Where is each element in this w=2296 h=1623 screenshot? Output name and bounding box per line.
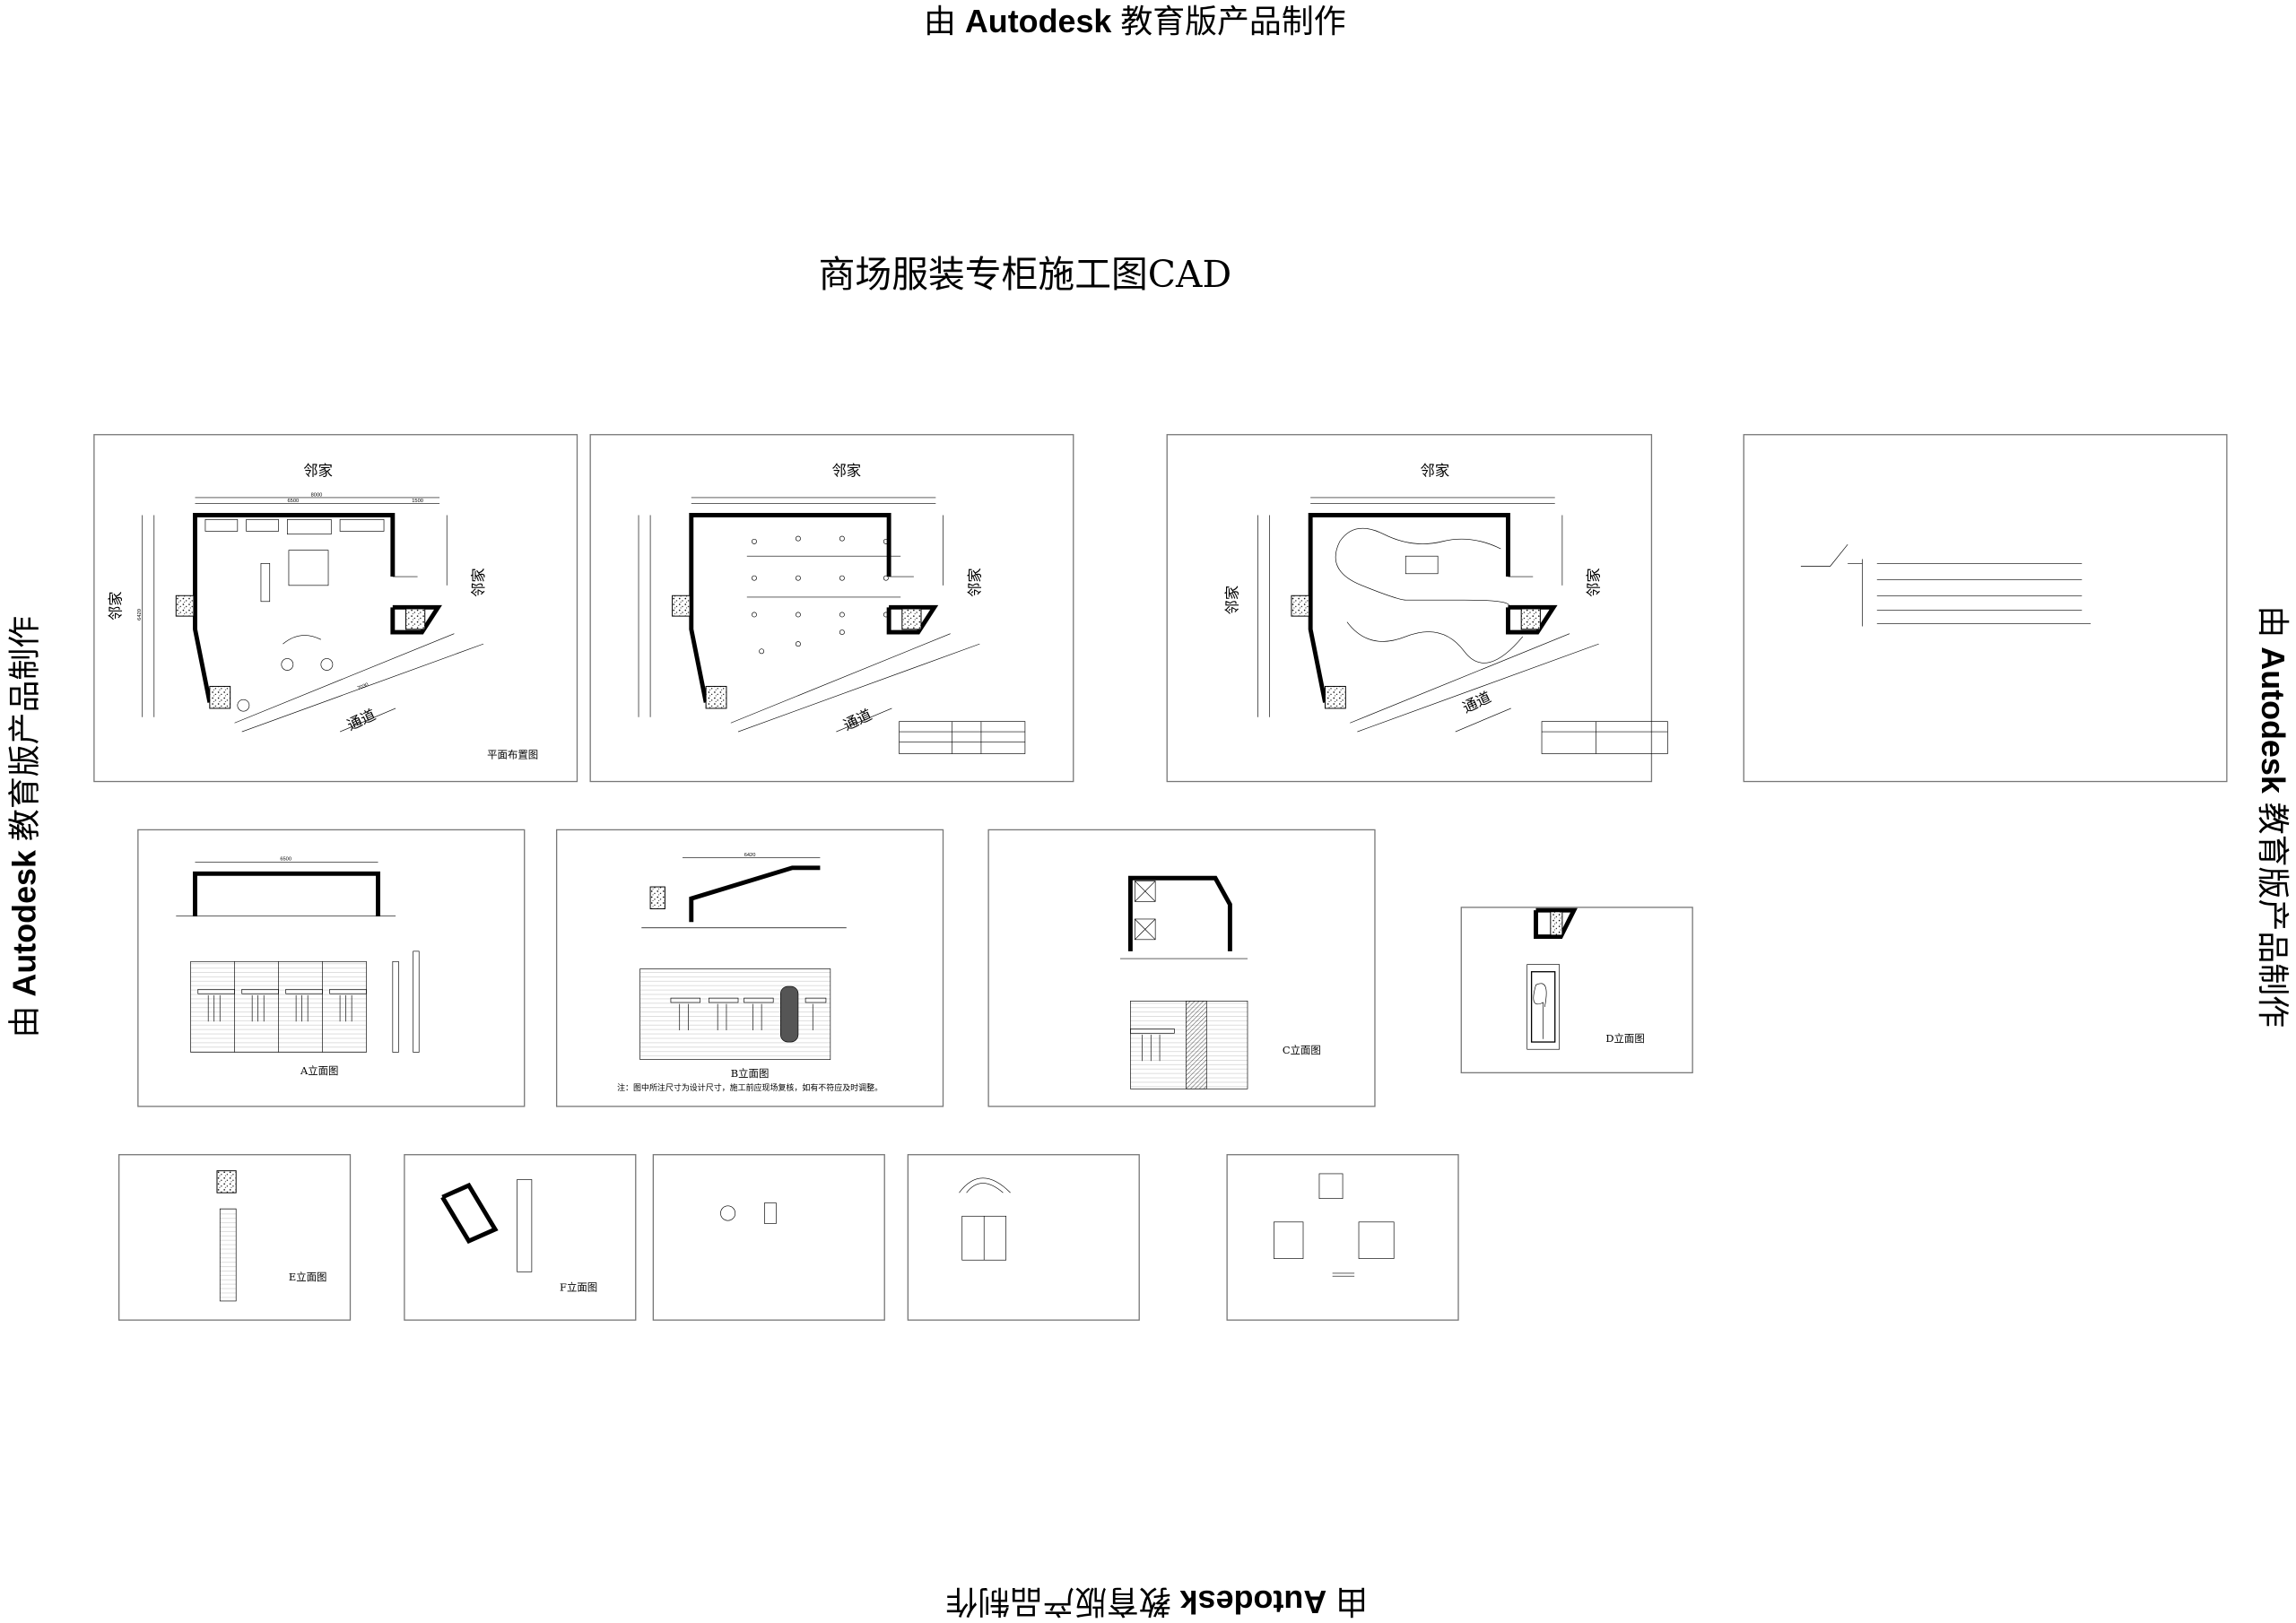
panel-lighting-plan: 邻家 邻家 邻家 通道 — [1166, 434, 1668, 783]
ceiling-light-grid — [746, 535, 901, 655]
panel-elevation-d: D立面图 — [1460, 907, 1693, 1073]
watermark-top: 由 Autodesk 教育版产品制作 — [924, 4, 1346, 39]
b-elevation-note: 注：图中所注尺寸为设计尺寸，施工前应现场复核，如有不符应及时调整。 — [617, 1082, 883, 1093]
f-elevation-label: F立面图 — [560, 1281, 597, 1294]
watermark-bottom: 由 Autodesk 教育版产品制作 — [945, 1584, 1368, 1619]
neighbor-label-left: 邻家 — [1224, 586, 1241, 615]
panel-floor-plan: 邻家 邻家 邻家 通道 8000 6500 1500 6420 7030 平面布… — [93, 434, 578, 783]
panel-elevation-c: C立面图 — [987, 829, 1376, 1107]
panel-detail-3 — [1226, 1154, 1459, 1321]
neighbor-label-top: 邻家 — [303, 462, 333, 479]
neighbor-label-right: 邻家 — [1586, 568, 1603, 597]
legend-table — [899, 721, 1026, 754]
dim-height: 6420 — [137, 609, 143, 621]
b-dim: 6420 — [744, 853, 756, 858]
neighbor-label-top: 邻家 — [1421, 462, 1450, 479]
dim-diagonal: 7030 — [357, 682, 370, 691]
panel-elevation-f: F立面图 — [404, 1154, 637, 1321]
a-elevation-label: A立面图 — [300, 1064, 338, 1077]
dim-total-width: 8000 — [311, 492, 323, 498]
panel-elevation-b: 6420 B立面图 注：图中所注尺寸为设计尺寸，施工前应现场复核，如有不符应及时… — [555, 829, 944, 1107]
panel-elevation-e: E立面图 — [117, 1154, 352, 1321]
c-elevation-label: C立面图 — [1283, 1044, 1321, 1056]
watermark-right: 由 Autodesk 教育版产品制作 — [2255, 605, 2291, 1028]
dim-left-width: 6500 — [288, 499, 300, 504]
neighbor-label-right: 邻家 — [966, 568, 983, 597]
panel-electrical-system — [1743, 434, 2228, 783]
floor-plan-label: 平面布置图 — [487, 748, 538, 760]
neighbor-label-left: 邻家 — [107, 591, 124, 621]
neighbor-label-right: 邻家 — [470, 568, 487, 597]
drawing-title: 商场服装专柜施工图CAD — [819, 253, 1232, 296]
panel-ceiling-plan: 邻家 邻家 通道 — [589, 434, 1074, 783]
panel-detail-1 — [652, 1154, 885, 1321]
neighbor-label-top: 邻家 — [831, 462, 861, 479]
panel-elevation-a: 6500 A立面图 — [137, 829, 526, 1107]
dim-right-width: 1500 — [412, 499, 423, 504]
watermark-left: 由 Autodesk 教育版产品制作 — [7, 616, 43, 1038]
b-elevation-label: B立面图 — [731, 1067, 770, 1080]
e-elevation-label: E立面图 — [289, 1271, 327, 1283]
d-elevation-label: D立面图 — [1605, 1032, 1644, 1045]
lighting-circuit — [1335, 527, 1524, 664]
panel-detail-2 — [907, 1154, 1140, 1321]
a-dim: 6500 — [280, 857, 291, 863]
